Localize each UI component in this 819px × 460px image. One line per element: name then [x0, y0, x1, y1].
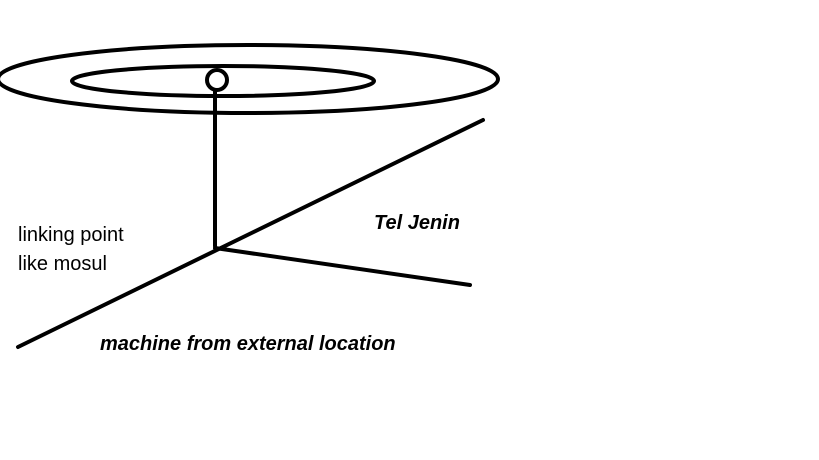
- inner-ring: [70, 64, 376, 98]
- right-branch: [213, 246, 472, 287]
- label-machine-external: machine from external location: [100, 333, 396, 355]
- top-node: [205, 68, 229, 92]
- outer-ring: [0, 43, 500, 115]
- label-tel-jenin: Tel Jenin: [374, 212, 460, 234]
- label-linking-point: linking point: [18, 224, 124, 246]
- label-like-mosul: like mosul: [18, 253, 107, 275]
- diagonal-line: [16, 118, 485, 349]
